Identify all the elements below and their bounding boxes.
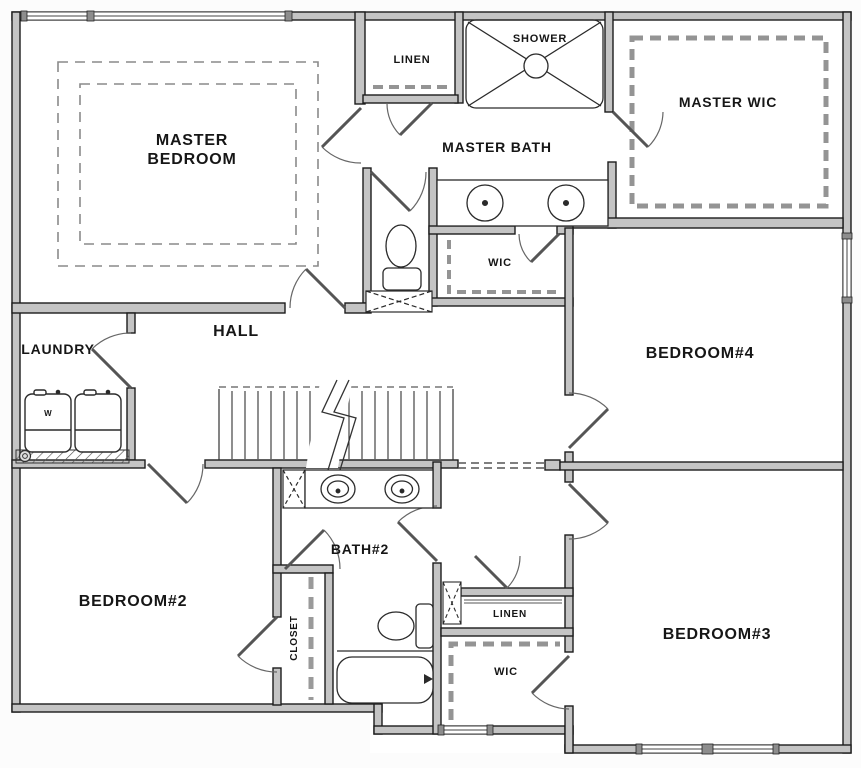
tray-ceiling-outer xyxy=(57,61,319,267)
stairs xyxy=(218,379,454,471)
sink-icon-bath2-2 xyxy=(384,474,420,504)
laundry-fixtures xyxy=(15,389,130,464)
label-linen-lower: LINEN xyxy=(493,609,527,620)
washer-icon xyxy=(24,389,72,453)
room-labels: MASTER BEDROOM LINEN SHOWER MASTER WIC M… xyxy=(21,33,777,678)
tray-ceiling-inner xyxy=(79,83,297,245)
label-master-bedroom-2: BEDROOM xyxy=(147,151,236,168)
door-bath2-left xyxy=(283,528,326,571)
tub-faucet-icon xyxy=(424,674,433,684)
door-master-wic xyxy=(611,110,650,149)
windows xyxy=(20,10,853,755)
door-linen-lower xyxy=(473,554,509,590)
label-wic-middle: WIC xyxy=(488,257,512,269)
door-wic-middle xyxy=(529,232,561,264)
door-bath2-right xyxy=(396,520,439,563)
shower-drain-icon xyxy=(523,53,549,79)
door-arc-master-wic xyxy=(647,111,664,148)
linen-lower-shelf xyxy=(464,599,562,604)
label-wic-lower: WIC xyxy=(494,666,518,678)
bathtub-icon xyxy=(336,650,434,704)
cabinet-x-icon-bath2 xyxy=(282,469,306,509)
window-wic-bottom xyxy=(437,724,494,736)
label-master-wic: MASTER WIC xyxy=(679,94,777,110)
stair-break-mask xyxy=(306,382,352,468)
door-laundry xyxy=(90,347,133,390)
door-arc-master-hall xyxy=(289,268,307,309)
door-arc-master-bath xyxy=(321,146,362,164)
dryer-icon xyxy=(74,389,122,453)
door-arc-bedroom3 xyxy=(568,522,609,540)
door-closet xyxy=(236,615,279,658)
door-master-bath xyxy=(320,106,363,149)
label-laundry: LAUNDRY xyxy=(21,341,95,357)
label-master-bath: MASTER BATH xyxy=(442,139,552,155)
stair-railing-line xyxy=(458,462,545,469)
cabinet-x-icon-hall xyxy=(365,290,433,313)
door-arc-bath2-left xyxy=(323,529,341,570)
stair-break-icon xyxy=(321,379,357,471)
label-bedroom4: BEDROOM#4 xyxy=(646,345,755,362)
window-bedroom3-bottom xyxy=(635,743,780,755)
door-arc-wic-middle xyxy=(518,233,532,263)
sink-icon-master-2 xyxy=(547,184,585,222)
sink-icon-bath2-1 xyxy=(320,474,356,504)
master-wic-shelving xyxy=(629,35,829,209)
door-toilet-room xyxy=(369,170,412,213)
door-arc-wic-lower xyxy=(531,692,570,710)
label-bath2: BATH#2 xyxy=(331,541,389,557)
door-arc-toilet-room xyxy=(409,171,427,212)
wic-lower-shelving xyxy=(448,641,560,720)
dashed-details xyxy=(57,35,829,720)
label-shower: SHOWER xyxy=(513,33,567,45)
label-linen-upper: LINEN xyxy=(394,54,431,66)
label-master-bedroom-1: MASTER xyxy=(156,132,228,149)
label-bedroom2: BEDROOM#2 xyxy=(79,593,188,610)
sink-icon-master-1 xyxy=(466,184,504,222)
laundry-hatch xyxy=(15,449,130,464)
wic-middle-shelving xyxy=(447,240,558,294)
floor-area xyxy=(12,12,851,753)
laundry-drain-icon xyxy=(18,449,32,463)
label-washer-w: W xyxy=(44,409,52,418)
door-bedroom3 xyxy=(567,482,610,525)
label-hall: HALL xyxy=(213,323,259,340)
door-bedroom4 xyxy=(567,407,610,450)
door-arc-laundry xyxy=(91,332,132,350)
door-arc-bedroom4 xyxy=(568,392,609,410)
window-master-top-2 xyxy=(93,10,293,22)
door-arc-closet xyxy=(237,655,278,673)
door-arc-linen-lower xyxy=(506,555,521,589)
shower-pan xyxy=(465,19,604,109)
bath2-vanity xyxy=(304,469,434,509)
door-arc-bedroom2 xyxy=(186,463,204,504)
toilet-icon-master xyxy=(382,224,422,293)
door-arc-linen-upper xyxy=(386,102,401,136)
door-wic-lower xyxy=(530,654,571,695)
label-bedroom3: BEDROOM#3 xyxy=(663,626,772,643)
door-bedroom2 xyxy=(146,462,189,505)
window-bedroom4-right xyxy=(841,232,853,304)
doors xyxy=(90,101,664,710)
door-linen-upper xyxy=(398,101,434,137)
door-arc-bath2-right xyxy=(397,505,438,523)
label-closet: CLOSET xyxy=(289,615,300,660)
chase-x-icon xyxy=(442,581,462,625)
door-master-hall xyxy=(304,267,347,310)
fixtures xyxy=(15,19,609,704)
toilet-icon-bath2 xyxy=(377,603,434,649)
master-vanity xyxy=(436,179,609,227)
window-master-top-1 xyxy=(20,10,95,22)
